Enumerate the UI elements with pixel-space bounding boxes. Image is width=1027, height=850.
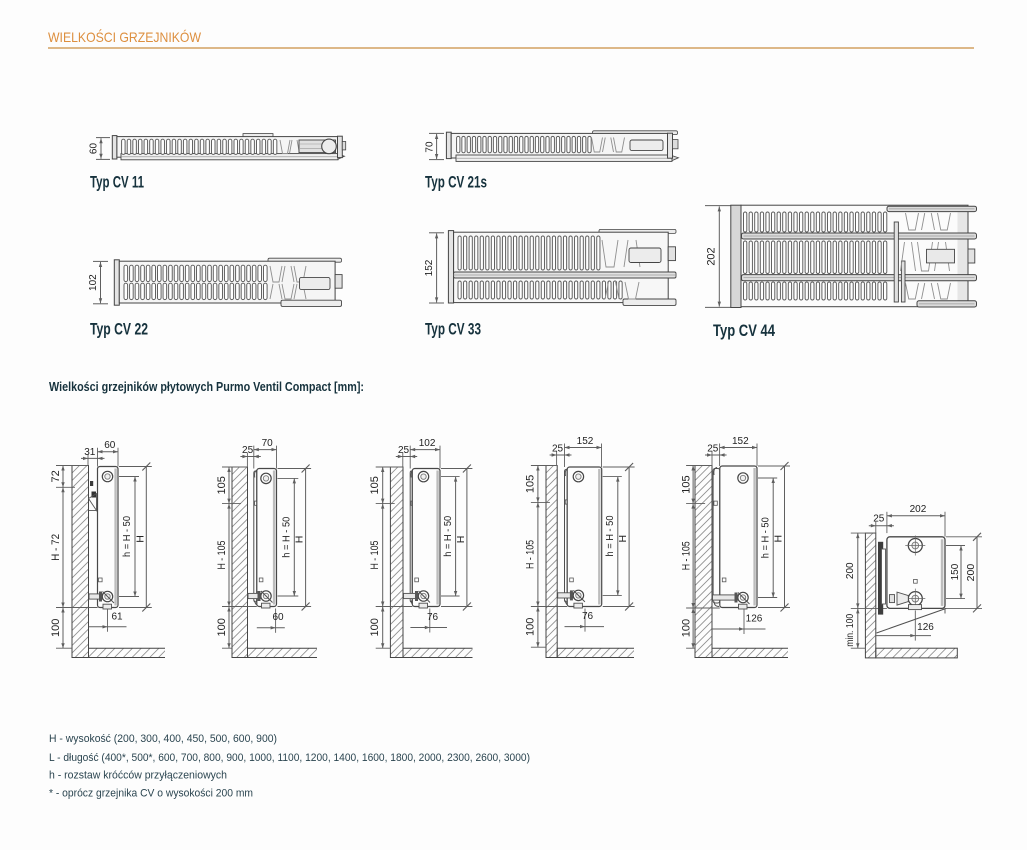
svg-text:25: 25 xyxy=(707,444,719,455)
svg-text:70: 70 xyxy=(262,438,274,449)
svg-text:Typ CV 44: Typ CV 44 xyxy=(713,321,775,340)
svg-text:105: 105 xyxy=(680,475,692,493)
svg-text:61: 61 xyxy=(111,612,123,623)
svg-text:25: 25 xyxy=(242,445,254,456)
svg-text:Typ CV 33: Typ CV 33 xyxy=(425,320,481,339)
svg-text:60: 60 xyxy=(272,612,284,623)
svg-text:72: 72 xyxy=(50,470,62,482)
svg-text:Typ CV 22: Typ CV 22 xyxy=(90,320,148,339)
svg-text:Wielkości grzejników płytowych: Wielkości grzejników płytowych Purmo Ven… xyxy=(49,380,364,394)
svg-text:202: 202 xyxy=(910,504,927,515)
svg-text:H: H xyxy=(294,536,306,544)
svg-text:h = H - 50: h = H - 50 xyxy=(605,515,616,556)
svg-text:h = H - 50: h = H - 50 xyxy=(760,517,771,558)
svg-text:H - 105: H - 105 xyxy=(216,541,228,570)
svg-text:WIELKOŚCI GRZEJNIKÓW: WIELKOŚCI GRZEJNIKÓW xyxy=(48,28,202,45)
svg-text:H: H xyxy=(617,535,629,543)
svg-text:76: 76 xyxy=(582,611,594,622)
svg-text:H - 72: H - 72 xyxy=(50,534,62,561)
svg-text:h = H - 50: h = H - 50 xyxy=(122,516,133,557)
svg-text:100: 100 xyxy=(680,619,692,637)
svg-text:150: 150 xyxy=(950,563,961,580)
svg-text:H: H xyxy=(134,535,146,543)
svg-text:100: 100 xyxy=(50,619,62,637)
svg-text:70: 70 xyxy=(424,141,435,153)
svg-text:H: H xyxy=(455,536,467,544)
svg-text:L - długość (400*, 500*, 600,: L - długość (400*, 500*, 600, 700, 800, … xyxy=(49,752,530,764)
svg-text:H - 105: H - 105 xyxy=(524,540,536,569)
svg-text:152: 152 xyxy=(732,436,749,447)
svg-text:H - wysokość (200, 300, 400, 4: H - wysokość (200, 300, 400, 450, 500, 6… xyxy=(49,733,277,745)
svg-text:Typ CV 11: Typ CV 11 xyxy=(90,173,144,192)
svg-text:H: H xyxy=(773,535,785,543)
svg-text:126: 126 xyxy=(746,614,763,625)
svg-text:200: 200 xyxy=(965,564,977,582)
svg-text:* - oprócz grzejnika CV o wyso: * - oprócz grzejnika CV o wysokości 200 … xyxy=(49,787,253,799)
svg-text:25: 25 xyxy=(873,514,885,525)
svg-text:105: 105 xyxy=(216,476,228,494)
svg-text:min. 100: min. 100 xyxy=(844,614,856,647)
svg-text:25: 25 xyxy=(552,444,564,455)
svg-text:102: 102 xyxy=(419,438,436,449)
svg-text:h = H - 50: h = H - 50 xyxy=(443,515,454,556)
svg-text:152: 152 xyxy=(424,259,435,276)
svg-text:100: 100 xyxy=(216,618,228,636)
svg-text:H - 105: H - 105 xyxy=(680,541,692,570)
svg-text:105: 105 xyxy=(369,476,381,494)
svg-text:100: 100 xyxy=(524,618,536,636)
svg-text:200: 200 xyxy=(845,562,856,579)
svg-text:Typ CV 21s: Typ CV 21s xyxy=(425,173,487,192)
svg-text:105: 105 xyxy=(524,475,536,493)
svg-text:h - rozstaw króćców przyłączen: h - rozstaw króćców przyłączeniowych xyxy=(49,770,227,782)
svg-text:h = H - 50: h = H - 50 xyxy=(282,516,293,557)
svg-text:152: 152 xyxy=(577,436,594,447)
svg-text:126: 126 xyxy=(917,622,934,633)
svg-text:60: 60 xyxy=(104,440,116,451)
svg-text:60: 60 xyxy=(88,143,99,155)
svg-text:76: 76 xyxy=(427,612,439,623)
svg-text:100: 100 xyxy=(369,618,381,636)
svg-text:31: 31 xyxy=(84,447,96,458)
svg-text:202: 202 xyxy=(706,247,718,265)
svg-text:25: 25 xyxy=(398,445,410,456)
svg-text:102: 102 xyxy=(88,274,99,291)
svg-text:H - 105: H - 105 xyxy=(369,541,381,570)
